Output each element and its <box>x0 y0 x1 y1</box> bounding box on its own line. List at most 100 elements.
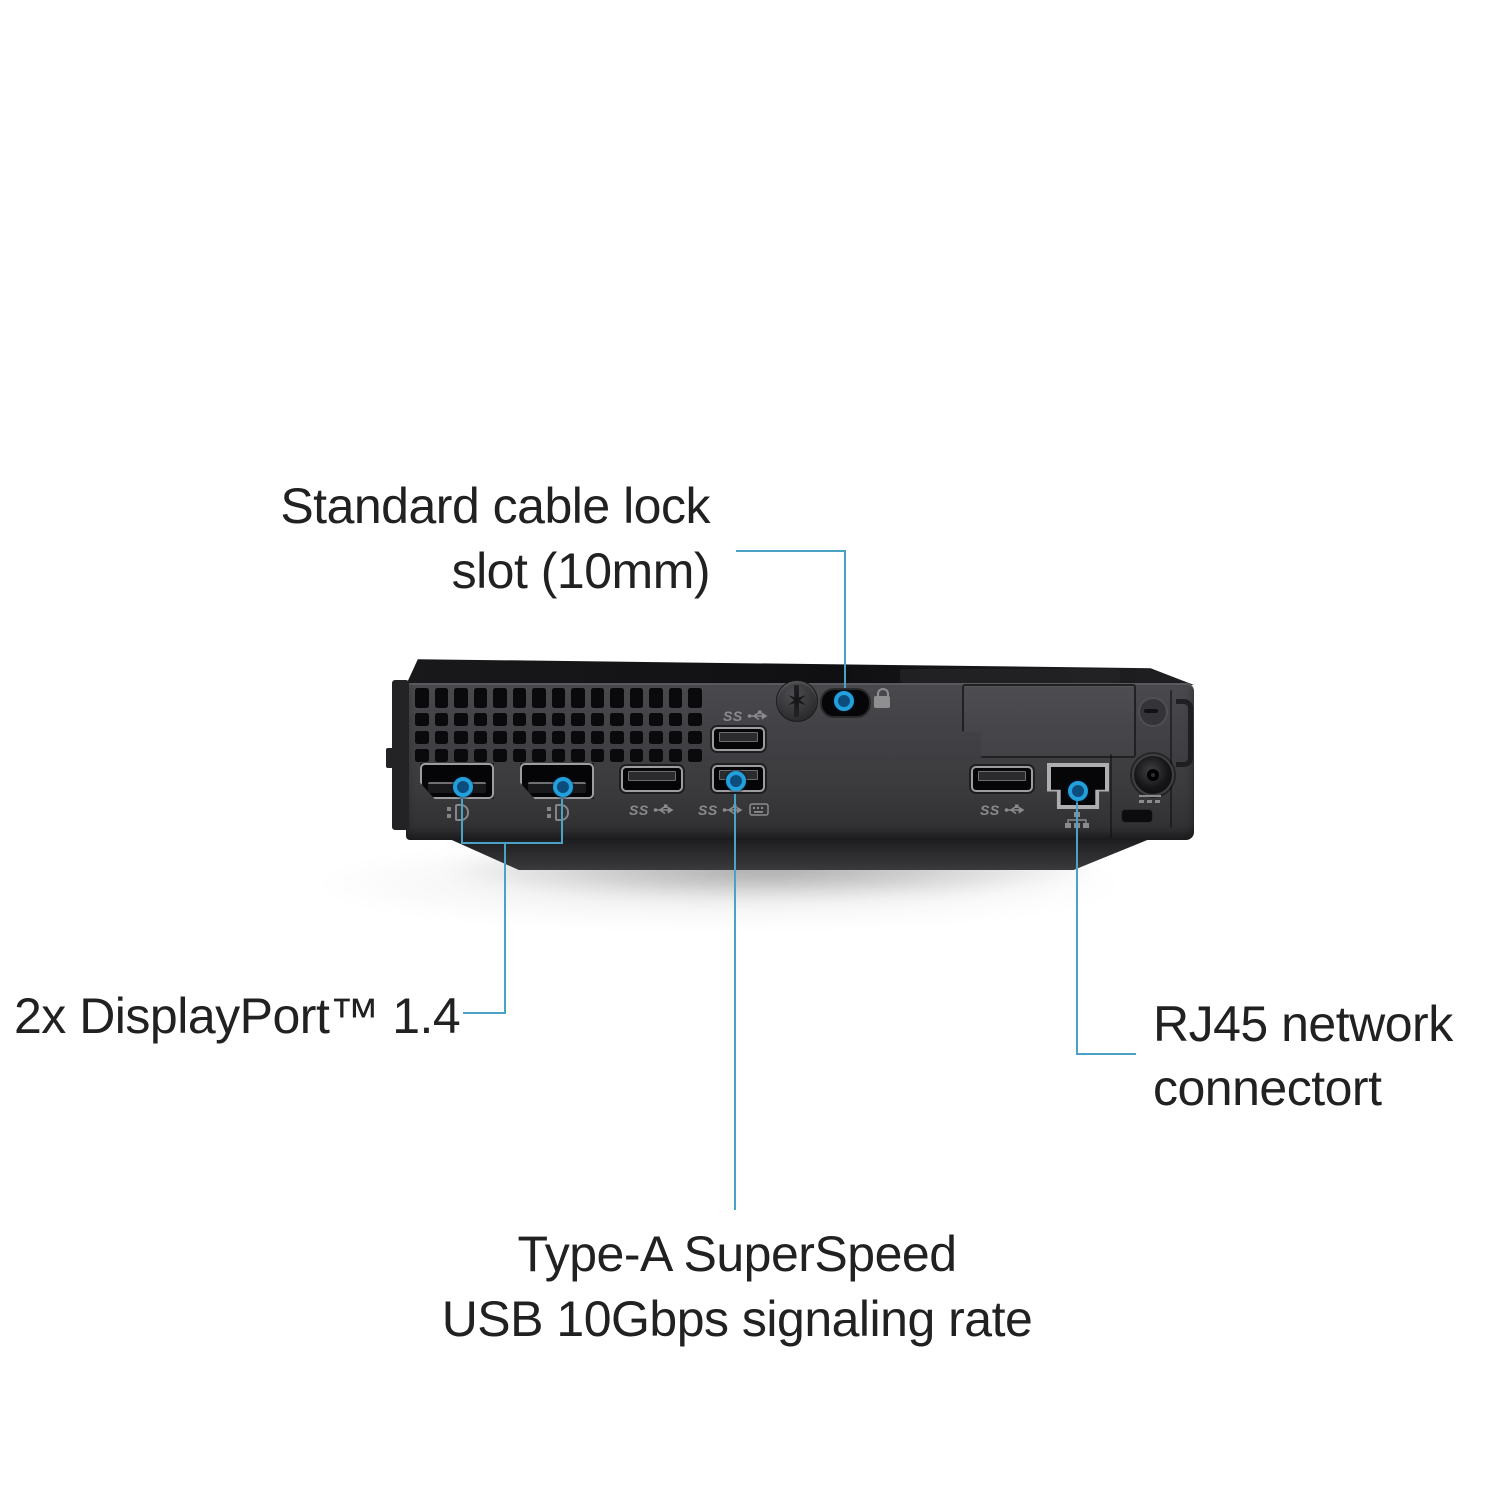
callout-dot-dp1 <box>453 777 473 797</box>
keyboard-icon <box>749 803 769 816</box>
callout-line-usb-v <box>734 794 736 1210</box>
vent-hole <box>629 713 644 726</box>
vent-hole <box>512 731 527 744</box>
callout-dot-usb <box>726 771 746 791</box>
device-left-bracket <box>392 680 409 830</box>
thumbscrew: ✶ <box>776 680 818 722</box>
vent-hole <box>434 688 449 708</box>
vent-hole <box>610 731 624 744</box>
usb-tongue <box>978 771 1026 781</box>
callout-dot-rj45 <box>1068 781 1088 801</box>
cable-hook <box>1176 699 1193 767</box>
usb-port-1 <box>621 766 683 792</box>
label-line: slot (10mm) <box>451 543 711 599</box>
vent-hole <box>512 688 527 708</box>
vent-hole <box>649 713 663 726</box>
ss-label: SS <box>980 802 1000 818</box>
vent-hole <box>668 731 683 744</box>
panel-seam <box>1110 754 1112 838</box>
vent-hole <box>415 688 429 708</box>
ss-label: SS <box>723 708 743 724</box>
callout-line-dp-h <box>461 842 563 844</box>
label-line: USB 10Gbps signaling rate <box>441 1291 1033 1347</box>
vent-hole <box>649 688 663 708</box>
keyboard-glyph <box>749 803 769 816</box>
power-connector <box>1132 754 1174 796</box>
label-line: Standard cable lock <box>280 478 710 534</box>
usb-trident-icon <box>747 710 768 721</box>
vent-hole <box>668 688 683 708</box>
vent-hole <box>454 713 468 726</box>
vent-hole <box>688 713 702 726</box>
label-line: connectort <box>1153 1060 1382 1116</box>
vent-grille <box>415 688 702 762</box>
callout-dot-dp2 <box>553 777 573 797</box>
label-line: Type-A SuperSpeed <box>517 1226 957 1282</box>
device-left-tab <box>386 748 394 768</box>
vent-hole <box>649 731 663 744</box>
panel-seam <box>1170 690 1172 828</box>
vent-hole <box>415 749 429 762</box>
vent-hole <box>551 731 566 744</box>
vent-hole <box>532 731 546 744</box>
vent-hole <box>551 688 566 708</box>
vent-hole <box>688 749 702 762</box>
callout-line-rj45-h <box>1076 1053 1136 1055</box>
vent-hole <box>493 749 507 762</box>
vent-hole <box>688 688 702 708</box>
usb-port-top <box>712 727 765 751</box>
label-usb-type-a: Type-A SuperSpeed USB 10Gbps signaling r… <box>380 1222 1094 1352</box>
vent-hole <box>629 731 644 744</box>
superspeed-usb-icon: SS <box>698 802 744 818</box>
vent-hole <box>590 749 605 762</box>
vent-hole <box>532 688 546 708</box>
vent-hole <box>454 731 468 744</box>
thumbscrew-star-icon: ✶ <box>785 686 809 716</box>
label-cable-lock-slot: Standard cable lock slot (10mm) <box>210 474 710 604</box>
vent-hole <box>473 713 488 726</box>
vent-hole <box>454 688 468 708</box>
vent-hole <box>590 731 605 744</box>
power-connector-pin <box>1151 773 1155 777</box>
vent-hole <box>532 713 546 726</box>
vent-hole <box>629 688 644 708</box>
vent-hole <box>532 749 546 762</box>
usb-trident-icon <box>653 804 674 815</box>
dp-icon-dots <box>547 807 551 818</box>
vent-hole <box>473 731 488 744</box>
displayport-icon <box>547 804 569 821</box>
callout-line-rj45-v <box>1076 800 1078 1055</box>
usb-trident-icon <box>722 804 743 815</box>
vent-hole <box>551 713 566 726</box>
ss-label: SS <box>698 802 718 818</box>
screw-icon <box>1138 697 1168 727</box>
callout-line-dp2-v <box>561 792 563 844</box>
vent-hole <box>454 749 468 762</box>
vent-hole <box>668 749 683 762</box>
callout-line-dp1-v <box>461 792 463 844</box>
superspeed-usb-icon: SS <box>629 802 675 818</box>
vent-hole <box>590 688 605 708</box>
superspeed-usb-icon: SS <box>723 708 769 724</box>
vent-hole <box>668 713 683 726</box>
vent-hole <box>512 713 527 726</box>
vent-hole <box>493 713 507 726</box>
usb-tongue <box>719 732 758 742</box>
vent-hole <box>571 688 585 708</box>
label-line: RJ45 network <box>1153 996 1453 1052</box>
vent-hole <box>571 713 585 726</box>
vent-hole <box>473 688 488 708</box>
callout-line-dp-mid-v <box>504 842 506 1014</box>
device-top-seam <box>900 669 1120 683</box>
displayport-icon <box>447 804 469 821</box>
vent-hole <box>473 749 488 762</box>
usb-tongue <box>628 771 676 781</box>
vent-hole <box>629 749 644 762</box>
dc-power-icon <box>1139 795 1161 803</box>
small-slot <box>1121 809 1153 823</box>
dp-icon-dots <box>447 807 451 818</box>
superspeed-usb-icon: SS <box>980 802 1026 818</box>
label-rj45: RJ45 network connectort <box>1153 992 1453 1120</box>
access-panel-seam <box>962 684 1136 758</box>
